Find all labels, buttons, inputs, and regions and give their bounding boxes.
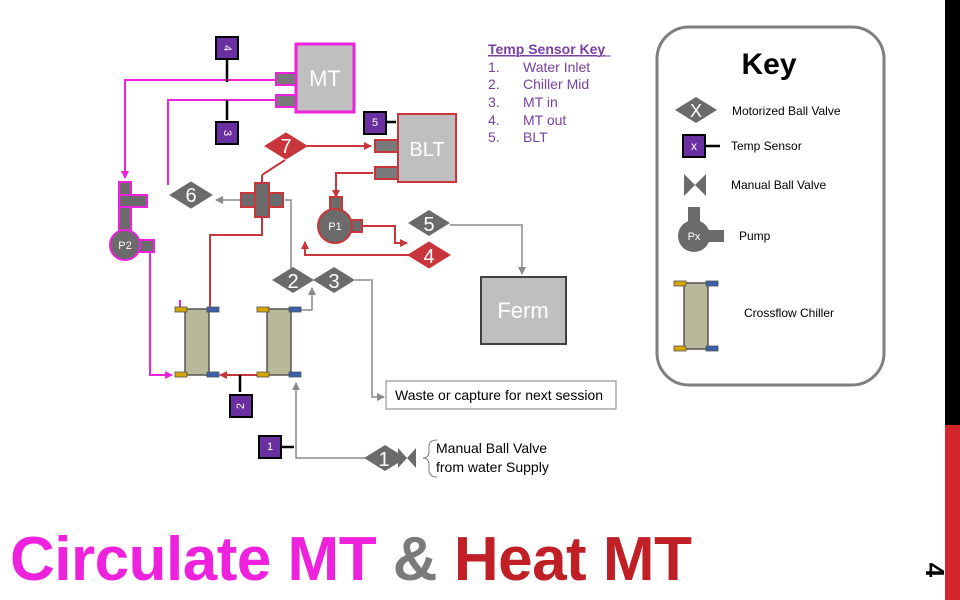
valve-4[interactable]: 4 bbox=[407, 241, 451, 269]
temp-key-item-5: BLT bbox=[523, 129, 548, 145]
valve-1[interactable]: 1 bbox=[364, 445, 416, 471]
key-pump-label: Pump bbox=[739, 229, 771, 243]
key-panel: Key X Motorized Ball Valve x Temp Sensor… bbox=[655, 25, 886, 387]
mt-label: MT bbox=[309, 66, 341, 91]
waste-box: Waste or capture for next session bbox=[385, 380, 617, 410]
temp-key-num-4: 4. bbox=[488, 112, 500, 128]
temp-key-item-3: MT in bbox=[523, 94, 558, 110]
key-chiller-icon bbox=[673, 280, 719, 352]
pump-p1[interactable]: P1 bbox=[317, 196, 363, 244]
pump-p1-label: P1 bbox=[328, 221, 341, 233]
key-sensor-label: Temp Sensor bbox=[731, 139, 802, 153]
valve-6-label: 6 bbox=[185, 185, 196, 207]
right-edge-accent bbox=[945, 425, 960, 600]
key-pump-symbol: Px bbox=[688, 231, 701, 243]
mt-vessel: MT bbox=[275, 42, 356, 114]
title-ampersand: & bbox=[392, 525, 438, 594]
valve-3-label: 3 bbox=[328, 271, 339, 293]
crossflow-chiller-1 bbox=[174, 306, 220, 378]
key-manual-valve-icon bbox=[684, 174, 706, 196]
title-circulate: Circulate MT bbox=[10, 525, 377, 594]
right-edge-bar bbox=[945, 0, 960, 425]
key-chiller-label: Crossflow Chiller bbox=[744, 306, 834, 320]
key-motorized-valve-icon: X bbox=[675, 97, 717, 123]
temp-sensor-key: Temp Sensor Key 1. Water Inlet 2. Chille… bbox=[488, 41, 611, 145]
manual-supply-line1: Manual Ball Valve bbox=[436, 440, 547, 456]
sensor-1: 1 bbox=[258, 435, 282, 459]
red-pipes bbox=[209, 142, 410, 379]
temp-key-num-2: 2. bbox=[488, 76, 500, 92]
key-manual-label: Manual Ball Valve bbox=[731, 178, 826, 192]
sensor-2-label: 2 bbox=[235, 403, 247, 409]
key-heading: Key bbox=[741, 48, 796, 81]
key-motorized-label: Motorized Ball Valve bbox=[732, 104, 841, 118]
tee-fitting-red bbox=[240, 182, 284, 218]
manual-supply-line2: from water Supply bbox=[436, 459, 549, 475]
valve-3[interactable]: 3 bbox=[313, 267, 355, 293]
valve-4-label: 4 bbox=[423, 246, 434, 268]
ferm-vessel: Ferm bbox=[480, 276, 567, 345]
pump-p2-label: P2 bbox=[118, 240, 131, 252]
temp-key-item-1: Water Inlet bbox=[523, 59, 590, 75]
key-temp-sensor-icon: x bbox=[682, 134, 720, 158]
temp-key-item-2: Chiller Mid bbox=[523, 76, 589, 92]
sensor-3: 3 bbox=[215, 121, 239, 145]
tee-fitting-magenta bbox=[118, 181, 148, 233]
valve-5-label: 5 bbox=[423, 214, 434, 236]
sensor-4: 4 bbox=[215, 36, 239, 60]
key-motorized-symbol: X bbox=[690, 101, 702, 121]
pump-p2[interactable]: P2 bbox=[109, 229, 155, 261]
blt-label: BLT bbox=[409, 139, 444, 161]
ferm-label: Ferm bbox=[497, 298, 548, 323]
key-pump-icon: Px bbox=[678, 207, 724, 252]
crossflow-chiller-2 bbox=[256, 306, 302, 378]
temp-key-heading: Temp Sensor Key bbox=[488, 41, 605, 57]
sensor-2: 2 bbox=[229, 394, 253, 418]
temp-key-num-1: 1. bbox=[488, 59, 500, 75]
valve-7-label: 7 bbox=[280, 136, 291, 158]
sensor-leads bbox=[225, 60, 396, 449]
temp-key-num-3: 3. bbox=[488, 94, 500, 110]
valve-5[interactable]: 5 bbox=[408, 210, 450, 236]
waste-label: Waste or capture for next session bbox=[395, 387, 603, 403]
page-title: Circulate MT & Heat MT bbox=[10, 520, 692, 600]
key-sensor-symbol: x bbox=[691, 139, 697, 153]
title-heat: Heat MT bbox=[453, 525, 692, 594]
sensor-3-label: 3 bbox=[221, 130, 233, 136]
temp-key-num-5: 5. bbox=[488, 129, 500, 145]
temp-key-item-4: MT out bbox=[523, 112, 566, 128]
slide-number: 4 bbox=[920, 562, 950, 578]
valve-2-label: 2 bbox=[287, 271, 298, 293]
valve-1-label: 1 bbox=[378, 449, 389, 471]
sensor-5-label: 5 bbox=[372, 117, 378, 129]
sensor-5: 5 bbox=[363, 111, 387, 135]
valve-7[interactable]: 7 bbox=[264, 132, 308, 160]
valve-2[interactable]: 2 bbox=[272, 267, 314, 293]
blt-vessel: BLT bbox=[374, 113, 457, 183]
manual-supply-note: Manual Ball Valve from water Supply bbox=[422, 439, 549, 478]
valve-6[interactable]: 6 bbox=[169, 181, 213, 209]
sensor-4-label: 4 bbox=[221, 45, 233, 51]
sensor-1-label: 1 bbox=[267, 441, 273, 453]
gray-pipes bbox=[215, 196, 526, 459]
